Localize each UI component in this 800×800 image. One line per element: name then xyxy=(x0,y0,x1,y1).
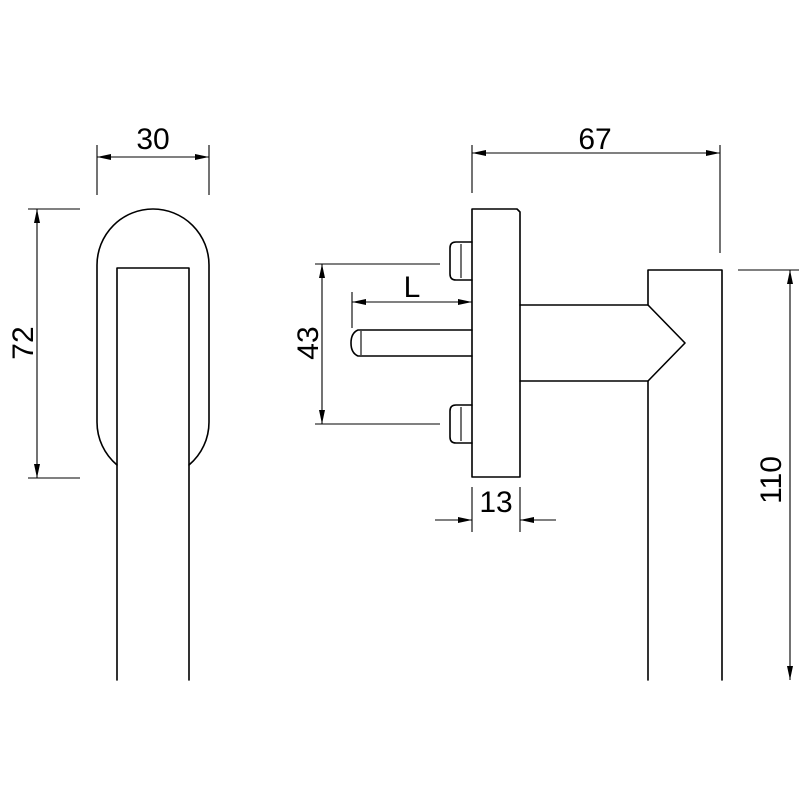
grip-length-dimension: 110 xyxy=(738,269,799,680)
height-dimension: 72 xyxy=(7,208,80,479)
grip-length-label: 110 xyxy=(755,456,788,504)
width-label: 30 xyxy=(136,123,169,156)
rosette-outline xyxy=(96,208,210,466)
base-plate xyxy=(471,208,521,478)
spindle-length-label: L xyxy=(404,271,421,304)
top-stud xyxy=(449,241,473,281)
hole-spacing-label: 43 xyxy=(292,326,325,359)
plate-thickness-label: 13 xyxy=(479,486,512,519)
projection-label: 67 xyxy=(578,123,611,156)
bottom-stud xyxy=(449,404,473,444)
height-label: 72 xyxy=(7,326,40,359)
spindle-outline xyxy=(350,329,473,357)
front-grip-bar xyxy=(116,267,190,681)
handle-neck xyxy=(519,304,686,382)
side-grip-top xyxy=(647,269,723,681)
spindle-length-dimension: L xyxy=(351,271,472,328)
projection-dimension: 67 xyxy=(471,123,721,253)
side-view: 67 43 L 13 110 xyxy=(292,123,799,681)
front-view: 30 72 xyxy=(7,123,210,681)
bottom-stud-outline xyxy=(449,404,473,444)
top-stud-outline xyxy=(449,241,473,281)
width-dimension: 30 xyxy=(96,123,210,195)
hole-spacing-dimension: 43 xyxy=(292,263,440,425)
spindle xyxy=(350,329,473,357)
plate-thickness-dimension: 13 xyxy=(435,486,556,532)
